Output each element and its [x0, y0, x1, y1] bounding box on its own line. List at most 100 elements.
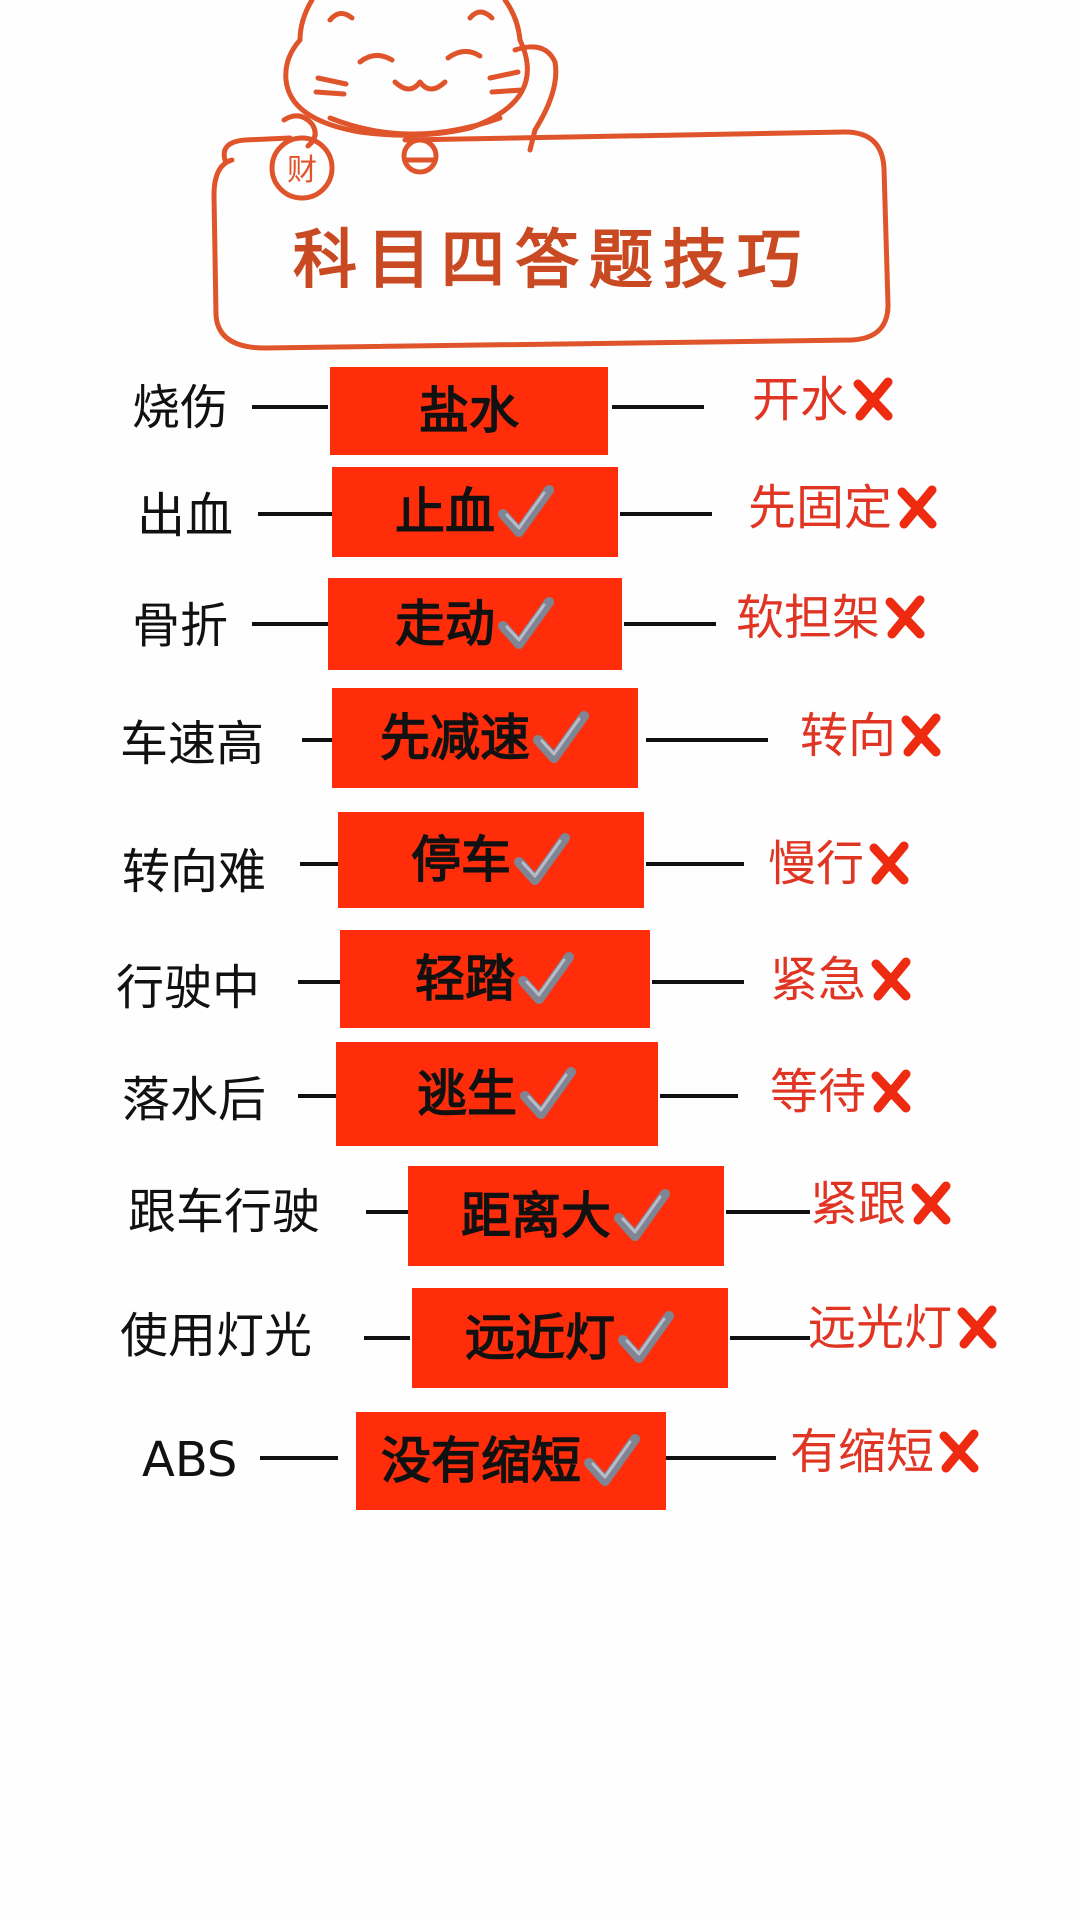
question-label: 骨折 [132, 598, 229, 654]
coin-character: 财 [287, 153, 317, 188]
correct-answer-box: 停车 [338, 812, 644, 908]
connector-dash [302, 738, 332, 742]
question-label: 使用灯光 [120, 1308, 313, 1364]
wrong-answer-text: 开水 [752, 372, 849, 428]
wrong-answer: 紧急 [770, 956, 914, 1004]
checkmark-icon [533, 711, 589, 763]
correct-answer-box: 距离大 [408, 1166, 724, 1266]
connector-dash [252, 622, 328, 626]
connector-dash [620, 512, 712, 516]
checkmark-icon [614, 1189, 670, 1241]
correct-answer-box: 逃生 [336, 1042, 658, 1146]
correct-answer-box: 远近灯 [412, 1288, 728, 1388]
question-label: 跟车行驶 [128, 1184, 321, 1240]
correct-answer-text: 止血 [395, 482, 495, 541]
wrong-answer-text: 转向 [800, 708, 897, 764]
question-label: 落水后 [122, 1072, 267, 1128]
title-frame [211, 129, 891, 351]
question-label: 烧伤 [132, 380, 229, 436]
correct-answer-box: 没有缩短 [356, 1412, 666, 1510]
checkmark-icon [584, 1434, 640, 1486]
correct-answer-text: 没有缩短 [381, 1431, 581, 1490]
correct-answer-text: 远近灯 [465, 1308, 615, 1367]
cross-icon [885, 595, 925, 639]
connector-dash [260, 1456, 338, 1460]
cross-icon [853, 377, 893, 421]
wrong-answer: 先固定 [748, 484, 940, 532]
connector-dash [726, 1210, 810, 1214]
question-label: 行驶中 [116, 960, 261, 1016]
correct-answer-text: 走动 [395, 594, 495, 653]
wrong-answer-text: 有缩短 [790, 1424, 935, 1480]
cross-icon [871, 1069, 911, 1113]
wrong-answer: 有缩短 [790, 1428, 982, 1476]
wrong-answer-text: 紧跟 [810, 1176, 907, 1232]
checkmark-icon [518, 952, 574, 1004]
correct-answer-text: 停车 [411, 830, 511, 889]
correct-answer-box: 止血 [332, 467, 618, 557]
cat-mouth [392, 79, 448, 92]
cross-icon [869, 841, 909, 885]
cross-icon [871, 957, 911, 1001]
cross-icon [901, 713, 941, 757]
correct-answer-text: 盐水 [419, 381, 519, 440]
wrong-answer: 慢行 [768, 840, 912, 888]
wrong-answer: 软担架 [736, 594, 928, 642]
connector-dash [298, 1094, 336, 1098]
cross-icon [897, 485, 937, 529]
connector-dash [300, 862, 338, 866]
wrong-answer: 远光灯 [808, 1304, 1000, 1352]
connector-dash [652, 980, 744, 984]
wrong-answer-text: 远光灯 [808, 1300, 953, 1356]
cat-left-eye [357, 53, 395, 65]
correct-answer-text: 距离大 [461, 1186, 611, 1245]
connector-dash [660, 1094, 738, 1098]
connector-dash [646, 738, 768, 742]
wrong-answer: 转向 [800, 712, 944, 760]
wrong-answer-text: 软担架 [736, 590, 881, 646]
wrong-answer-text: 等待 [770, 1064, 867, 1120]
connector-dash [364, 1336, 410, 1340]
question-label: 转向难 [122, 844, 267, 900]
connector-dash [252, 405, 328, 409]
checkmark-icon [498, 485, 554, 537]
cat-right-eye [445, 49, 483, 61]
cross-icon [911, 1181, 951, 1225]
correct-answer-text: 逃生 [417, 1064, 517, 1123]
connector-dash [612, 405, 704, 409]
wrong-answer: 等待 [770, 1068, 914, 1116]
wrong-answer: 开水 [752, 376, 896, 424]
correct-answer-text: 轻踏 [415, 949, 515, 1008]
connector-dash [258, 512, 332, 516]
cat-bell [401, 137, 439, 175]
cat-holding-paw [281, 113, 318, 149]
wrong-answer-text: 紧急 [770, 952, 867, 1008]
checkmark-icon [514, 833, 570, 885]
connector-dash [366, 1210, 408, 1214]
connector-dash [730, 1336, 810, 1340]
page-title: 科目四答题技巧 [293, 224, 811, 298]
question-label: 出血 [137, 488, 234, 544]
wrong-answer-text: 慢行 [768, 836, 865, 892]
correct-answer-box: 先减速 [332, 688, 638, 788]
cat-raised-paw [512, 44, 559, 153]
checkmark-icon [520, 1067, 576, 1119]
connector-dash [298, 980, 340, 984]
checkmark-icon [498, 597, 554, 649]
correct-answer-box: 走动 [328, 578, 622, 670]
correct-answer-box: 轻踏 [340, 930, 650, 1028]
cat-collar [327, 115, 503, 137]
cross-icon [957, 1305, 997, 1349]
question-label: ABS [142, 1432, 238, 1488]
